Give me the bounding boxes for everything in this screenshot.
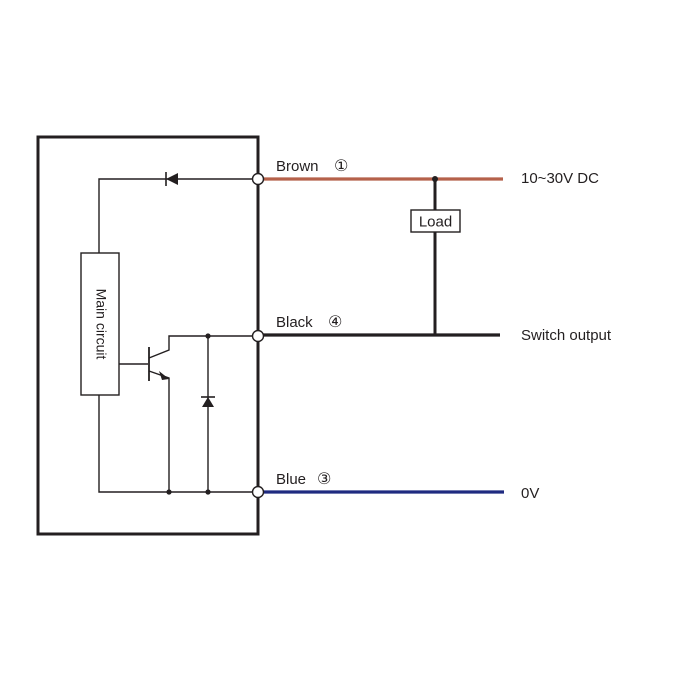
- terminal-black: [251, 329, 265, 343]
- terminal-brown: [251, 172, 265, 186]
- load-label: Load: [419, 214, 452, 231]
- signal-label-output: Switch output: [521, 327, 612, 344]
- signal-label-supply: 10~30V DC: [521, 170, 599, 187]
- wire-label-black: Black: [276, 314, 313, 331]
- terminal-blue: [251, 485, 265, 499]
- main-circuit-label: Main circuit: [93, 289, 109, 360]
- junction-dot: [205, 333, 211, 339]
- protection-diode-vertical: [201, 396, 215, 407]
- pin-number-blue: ③: [317, 469, 331, 488]
- junction-dot: [432, 176, 438, 182]
- pin-number-brown: ①: [334, 156, 348, 175]
- main-circuit-box: [80, 252, 120, 396]
- wire-label-brown: Brown: [276, 158, 319, 175]
- junction-dot: [205, 489, 211, 495]
- junction-dot: [166, 489, 172, 495]
- npn-transistor: [119, 335, 258, 492]
- wire-label-blue: Blue: [276, 471, 306, 488]
- internal-supply-line: [98, 178, 258, 253]
- load-box: [410, 209, 461, 233]
- protection-diode-top: [165, 172, 178, 186]
- internal-ground-line: [98, 395, 258, 493]
- pin-number-black: ④: [328, 312, 342, 331]
- signal-label-ground: 0V: [521, 485, 539, 502]
